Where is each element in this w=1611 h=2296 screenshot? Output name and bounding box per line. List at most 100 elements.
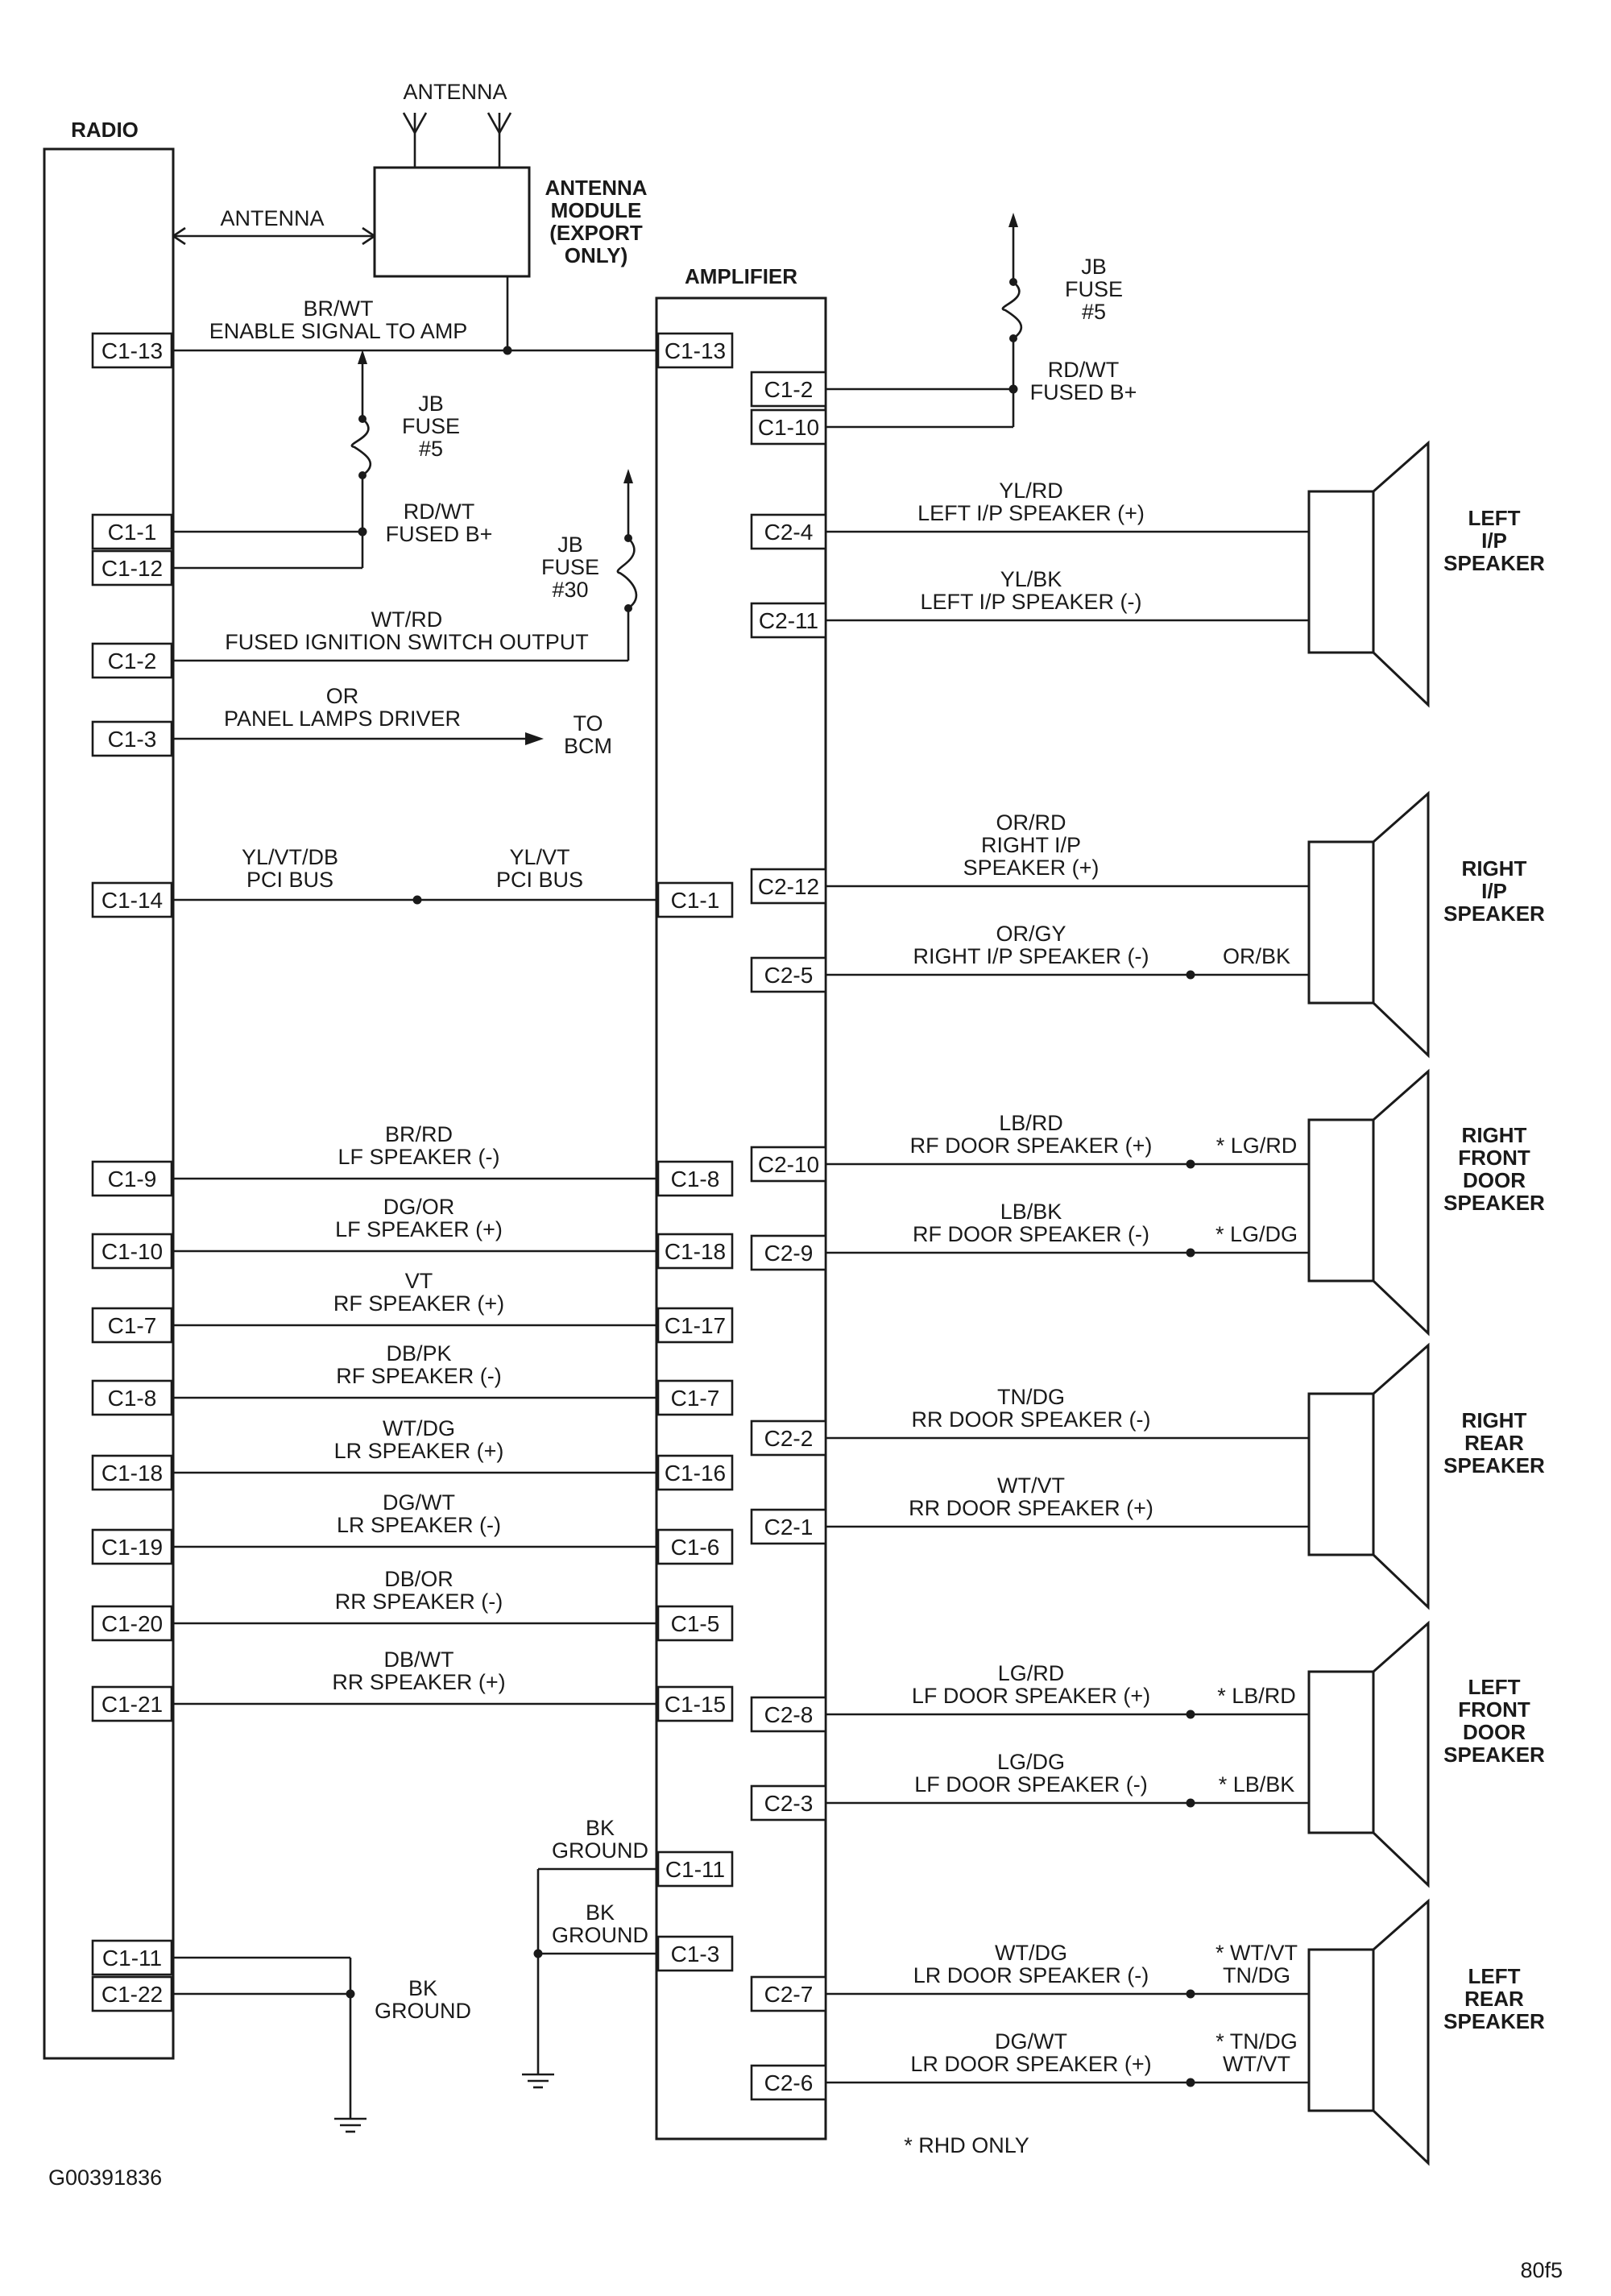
splice-dot: [503, 346, 512, 355]
radio-connector-c1-19-label: C1-19: [101, 1535, 163, 1560]
radio-connector-c1-8-label: C1-8: [108, 1386, 157, 1411]
antenna-connector-icon: [172, 226, 375, 246]
wire-label-enable-signal: ENABLE SIGNAL TO AMP: [209, 319, 468, 343]
radio-connector-c1-1: [91, 513, 173, 550]
radio-connector-c1-10-label: C1-10: [101, 1239, 163, 1264]
rhd-label-sw28: * LB/RD: [1217, 1684, 1296, 1708]
amp-connector-c2-3-label: C2-3: [764, 1791, 814, 1816]
antenna-icon: [498, 112, 512, 134]
amp-connector-c1-11-label: C1-11: [665, 1857, 725, 1882]
amp-connector-c1-10-label: C1-10: [758, 415, 819, 440]
wire-label-sw212: SPEAKER (+): [963, 856, 1100, 880]
radio-box: [43, 147, 175, 2060]
radio-connector-c1-14-label: C1-14: [101, 888, 163, 913]
amp-connector-c2-2: [750, 1419, 827, 1457]
wire-label-w19: DG/WT: [383, 1490, 455, 1515]
ignition-fuse-node: [624, 534, 632, 542]
rhd-label-sw27: TN/DG: [1223, 1963, 1290, 1987]
spk-rfd-label: DOOR: [1463, 1168, 1526, 1192]
amp-connector-c1-3-label: C1-3: [671, 1942, 720, 1967]
spk-lr-label: REAR: [1464, 1987, 1524, 2011]
radio-connector-c1-20: [91, 1605, 173, 1642]
rhd-splice-dot: [1186, 1710, 1195, 1719]
amp-fuse-label: #5: [1082, 300, 1106, 324]
amp-fuse-label: JB: [1081, 255, 1107, 279]
spk-rr-label: SPEAKER: [1443, 1453, 1545, 1477]
rhd-splice-dot: [1186, 1159, 1195, 1169]
corner-mark: 80f5: [1520, 2258, 1563, 2282]
radio-connector-c1-3-label: C1-3: [108, 727, 157, 752]
amp-connector-c2-1-label: C2-1: [764, 1515, 814, 1540]
radio-connector-c1-13-label: C1-13: [101, 338, 163, 363]
amp-connector-c2-4-label: C2-4: [764, 520, 814, 545]
amp-connector-c2-7-label: C2-7: [764, 1982, 814, 2007]
wire-label-w9: LF SPEAKER (-): [338, 1145, 499, 1169]
radio-ground-label: BK: [408, 1976, 437, 2000]
spk-lr-label: LEFT: [1468, 1964, 1521, 1988]
antenna-module-label: ONLY): [565, 243, 628, 267]
wire-label-ignition: WT/RD: [371, 607, 442, 632]
amp-connector-c1-17: [656, 1307, 734, 1344]
amp-connector-c1-5: [656, 1605, 734, 1642]
amp-ground-label: GROUND: [552, 1838, 648, 1863]
rhd-splice-dot: [1186, 1798, 1195, 1808]
wire-label-sw211: LEFT I/P SPEAKER (-): [920, 590, 1141, 614]
spk-rfd-body: [1307, 1118, 1375, 1283]
amp-connector-c1-1: [656, 881, 734, 918]
amp-connector-c1-2-label: C1-2: [764, 377, 814, 402]
rhd-label-sw26: WT/VT: [1223, 2052, 1290, 2076]
spk-lr-label: SPEAKER: [1443, 2009, 1545, 2033]
wire-label-w20: DB/OR: [384, 1567, 453, 1591]
wire-label-sw24: YL/RD: [999, 479, 1063, 503]
radio-fuse-fuse-icon: [350, 417, 372, 477]
radio-fuse-label: #5: [419, 437, 443, 461]
wire-label-enable-signal: BR/WT: [304, 296, 374, 321]
radio-connector-c1-11: [91, 1939, 173, 1976]
spk-lr-body: [1307, 1948, 1375, 2112]
radio-connector-c1-18-label: C1-18: [101, 1461, 163, 1486]
radio-connector-c1-13: [91, 332, 173, 369]
spk-rr-cone: [1372, 1342, 1430, 1610]
to-bcm-label: BCM: [564, 734, 612, 758]
radio-connector-c1-7-label: C1-7: [108, 1313, 157, 1338]
amp-connector-c1-15: [656, 1685, 734, 1722]
spk-rip-cone: [1372, 790, 1430, 1059]
wire-label-sw212: OR/RD: [996, 810, 1066, 835]
amp-connector-c2-12: [750, 868, 827, 905]
radio-connector-c1-12: [91, 549, 173, 586]
wire-label-sw25: OR/GY: [996, 922, 1066, 946]
radio-connector-c1-8: [91, 1379, 173, 1416]
spk-lip-label: I/P: [1481, 528, 1507, 553]
spk-rfd-label: FRONT: [1458, 1146, 1530, 1170]
spk-rfd-label: RIGHT: [1462, 1123, 1527, 1147]
ignition-fuse-fuse-icon: [616, 537, 638, 610]
radio-connector-c1-19: [91, 1528, 173, 1565]
amp-ground-label: BK: [586, 1900, 615, 1925]
amp-connector-c2-6-label: C2-6: [764, 2070, 814, 2095]
wire-label-fused-b-plus: FUSED B+: [386, 522, 493, 546]
amp-connector-c1-10: [750, 408, 827, 446]
wire-label-sw26: LR DOOR SPEAKER (+): [910, 2052, 1151, 2076]
spk-rr-body: [1307, 1392, 1375, 1556]
radio-fuse-node: [358, 415, 367, 423]
wire-label-amp-fused-b-plus: RD/WT: [1048, 358, 1119, 382]
amp-connector-c2-9-label: C2-9: [764, 1241, 814, 1266]
radio-ground-label: GROUND: [375, 1999, 471, 2023]
wire-label-sw21: WT/VT: [997, 1473, 1065, 1498]
wire-label-sw26: DG/WT: [995, 2029, 1067, 2054]
wire-label-w18: WT/DG: [383, 1416, 455, 1440]
wire-label-w21: DB/WT: [384, 1647, 454, 1672]
amp-connector-c1-6: [656, 1528, 734, 1565]
radio-fuse-label: JB: [418, 392, 444, 416]
radio-connector-c1-14: [91, 881, 173, 918]
radio-connector-c1-3: [91, 720, 173, 757]
rhd-label-sw210: * LG/RD: [1216, 1133, 1298, 1158]
rhd-splice-dot: [1186, 1248, 1195, 1258]
rhd-splice-dot: [1186, 1989, 1195, 1999]
spk-rip-label: I/P: [1481, 879, 1507, 903]
amp-connector-c1-16-label: C1-16: [665, 1461, 726, 1486]
splice-dot: [346, 1989, 355, 1999]
wire-label-sw25: RIGHT I/P SPEAKER (-): [913, 944, 1149, 968]
radio-fuse-label: FUSE: [402, 414, 460, 438]
amp-connector-c2-10: [750, 1146, 827, 1183]
